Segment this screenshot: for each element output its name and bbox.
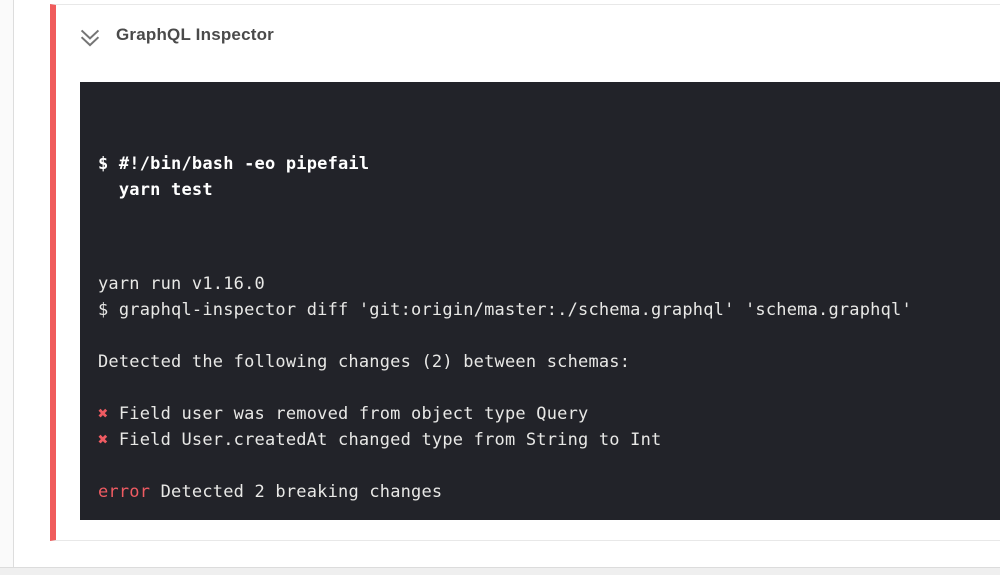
error-token: ✖ (98, 430, 109, 450)
chevrons-down-icon[interactable] (76, 22, 104, 49)
step-header[interactable]: GraphQL Inspector (56, 5, 1000, 65)
terminal-output-block: $ #!/bin/bash -eo pipefail yarn test yar… (80, 82, 1000, 520)
terminal-text: Field user was removed from object type … (108, 404, 589, 424)
terminal-text: yarn run v1.16.0 (98, 274, 265, 294)
terminal-line: Detected the following changes (2) betwe… (98, 349, 982, 375)
error-token: error (98, 482, 151, 502)
terminal-text: Detected 2 breaking changes (150, 482, 443, 502)
terminal-line (98, 375, 982, 401)
terminal-line: ✖ Field user was removed from object typ… (98, 401, 982, 427)
terminal-text: $ #!/bin/bash -eo pipefail (98, 154, 370, 174)
terminal-text: $ graphql-inspector diff 'git:origin/mas… (98, 300, 912, 320)
page-background-strip (0, 567, 1000, 575)
terminal-line: $ #!/bin/bash -eo pipefail (98, 151, 982, 177)
terminal-line: ✖ Field User.createdAt changed type from… (98, 427, 982, 453)
build-output-panel: GraphQL Inspector $ #!/bin/bash -eo pipe… (13, 0, 1000, 567)
terminal-line: yarn test (98, 177, 982, 203)
step-title: GraphQL Inspector (116, 25, 275, 44)
terminal-command: $ #!/bin/bash -eo pipefail yarn test (98, 151, 982, 203)
terminal-line (98, 453, 982, 479)
terminal-line (98, 505, 982, 520)
terminal-text: Detected the following changes (2) betwe… (98, 352, 631, 372)
terminal-text: Field User.createdAt changed type from S… (108, 430, 662, 450)
error-token: ✖ (98, 404, 109, 424)
terminal-line (98, 323, 982, 349)
terminal-line: yarn run v1.16.0 (98, 271, 982, 297)
terminal-line: $ graphql-inspector diff 'git:origin/mas… (98, 297, 982, 323)
failed-step-card: GraphQL Inspector $ #!/bin/bash -eo pipe… (50, 4, 1000, 541)
terminal-text: yarn test (98, 180, 213, 200)
terminal-output: yarn run v1.16.0 $ graphql-inspector diff… (98, 271, 982, 520)
terminal-line: error Detected 2 breaking changes (98, 479, 982, 505)
